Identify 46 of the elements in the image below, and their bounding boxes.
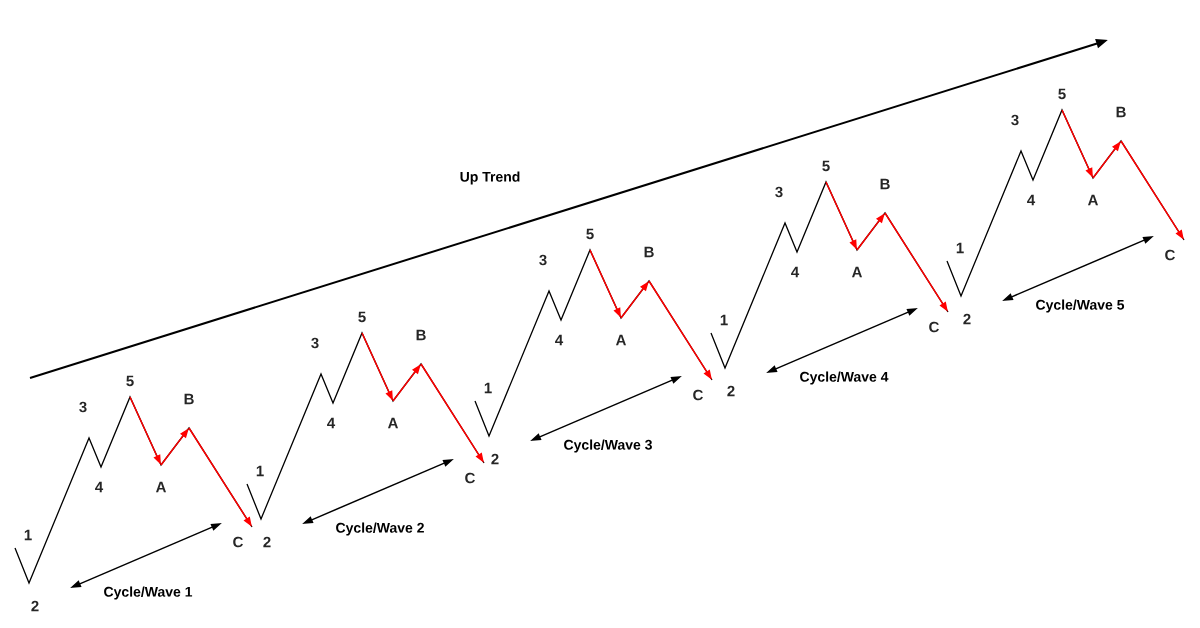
- wave-label: A: [1087, 194, 1098, 206]
- wave-label: B: [184, 393, 194, 405]
- wave-label: 1: [484, 382, 492, 394]
- wave-label: C: [233, 536, 243, 548]
- wave-label: B: [1116, 106, 1126, 118]
- wave-label: 3: [539, 254, 547, 266]
- wave-label: A: [155, 481, 166, 493]
- wave-label: 4: [327, 417, 336, 429]
- wave-label: 3: [79, 401, 87, 413]
- wave-label: 4: [791, 266, 800, 278]
- wave-label: 4: [95, 481, 104, 493]
- cycle-label: Cycle/Wave 5: [1036, 299, 1125, 313]
- wave-label: A: [615, 334, 626, 346]
- wave-label: A: [851, 266, 862, 278]
- wave-label: 2: [263, 536, 271, 548]
- wave-label: 1: [720, 314, 728, 326]
- cycle-label: Cycle/Wave 3: [564, 439, 652, 453]
- wave-label: C: [693, 389, 703, 401]
- wave-label: 5: [358, 311, 366, 323]
- wave-label: 5: [1058, 88, 1066, 100]
- wave-label: 3: [1011, 114, 1019, 126]
- wave-label: 5: [126, 375, 134, 387]
- wave-label: B: [644, 246, 654, 258]
- trend-label: Up Trend: [460, 171, 520, 185]
- wave-label: 3: [311, 337, 319, 349]
- wave-label: 3: [775, 186, 783, 198]
- cycle-label: Cycle/Wave 4: [800, 371, 889, 385]
- wave-label: A: [387, 417, 398, 429]
- wave-label: 1: [956, 242, 964, 254]
- wave-label: B: [880, 178, 890, 190]
- wave-label: 2: [963, 313, 971, 325]
- wave-label: 4: [1027, 194, 1036, 206]
- wave-label: 2: [727, 385, 735, 397]
- wave-label: B: [416, 329, 426, 341]
- wave-label: 2: [491, 453, 499, 465]
- cycle-label: Cycle/Wave 1: [104, 586, 193, 600]
- wave-label: 4: [555, 334, 564, 346]
- wave-label: 5: [822, 160, 830, 172]
- wave-label: 1: [24, 529, 32, 541]
- wave-label: 1: [256, 465, 264, 477]
- wave-label: 2: [31, 600, 39, 612]
- wave-label: 5: [586, 228, 594, 240]
- wave-label: C: [929, 321, 939, 333]
- wave-label: C: [1165, 249, 1175, 261]
- wave-label: C: [465, 472, 475, 484]
- cycle-label: Cycle/Wave 2: [336, 522, 424, 536]
